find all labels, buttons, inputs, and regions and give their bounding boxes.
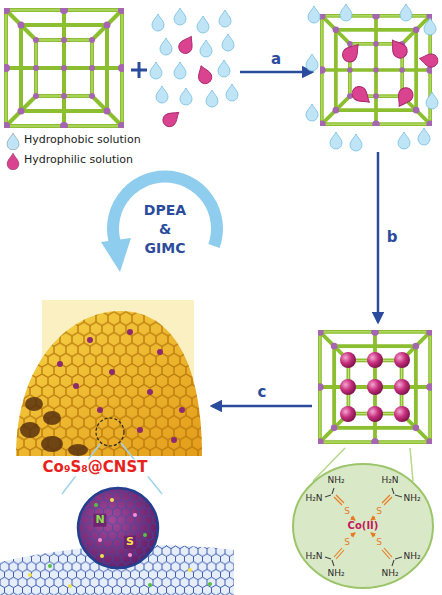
cycle-label: & [159, 221, 171, 237]
element-label: N [93, 514, 106, 527]
molecule-label: S [344, 537, 350, 547]
legend-drop [6, 132, 20, 150]
step-letter: b [387, 229, 398, 246]
plus-sign [131, 62, 147, 78]
cycle-label: DPEA [144, 202, 186, 218]
legend-text: Hydrophobic solution [24, 134, 141, 147]
molecule-label: H₂N [305, 493, 322, 503]
step-letter: a [271, 51, 281, 68]
molecule-label: NH₂ [403, 551, 420, 561]
molecule-label: NH₂ [381, 568, 398, 578]
molecule-label: H₂N [305, 551, 322, 561]
molecule-label: NH₂ [327, 568, 344, 578]
molecule-label: NH₂ [327, 475, 344, 485]
legend-drop [6, 152, 20, 170]
complex-node: NH₂ H₂N H₂N S S NH₂ Co(II) H₂N S S NH₂ NH₂ NH₂ [290, 462, 436, 590]
molecule-label: S [344, 506, 350, 516]
molecule-label: S [376, 537, 382, 547]
molecule-label: NH₂ [403, 493, 420, 503]
molecule-label: H₂N [381, 475, 398, 485]
cycle-label: GIMC [145, 240, 186, 256]
molecule-label: Co(II) [348, 520, 379, 532]
element-label: S [124, 536, 136, 549]
product-name: Co₉S₈@CNST [41, 459, 150, 476]
legend-text: Hydrophilic solution [24, 154, 133, 167]
molecule-label: S [376, 506, 382, 516]
step-letter: c [258, 384, 267, 401]
